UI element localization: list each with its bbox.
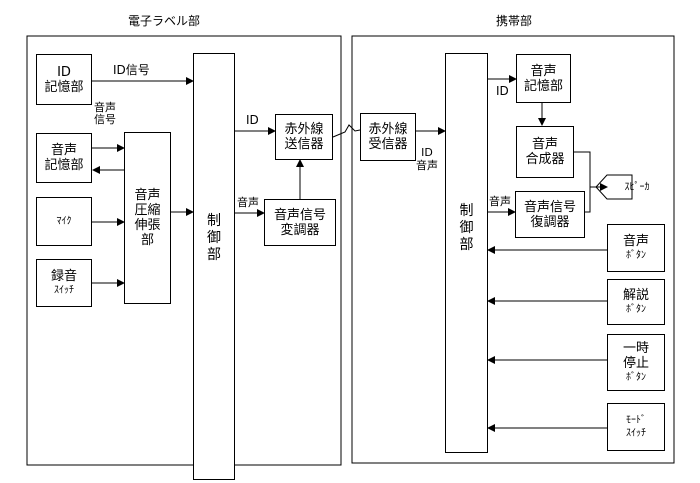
mode-switch-box [607,403,665,451]
label-controller-label: 制御部 [207,212,221,263]
mobile-audio-storage-label: 音声記憶部 [523,63,563,94]
ir-transmitter-box [275,114,333,160]
pause-button-box [607,334,665,391]
pause-button-label: 一時停止ﾎﾞﾀﾝ [622,341,649,383]
mic-box [36,197,92,246]
audio-codec-label: 音声圧縮伸張部 [134,188,161,248]
speaker-label: ｽﾋﾟｰｶ [624,181,650,193]
audio-storage-box [36,133,92,183]
label-unit-title: 電子ラベル部 [128,14,201,28]
mobile-audio-label: 音声 [489,195,511,208]
audio-storage-label: 音声記憶部 [44,143,84,173]
ir-link-zigzag [332,124,361,138]
mic-label: ﾏｲｸ [56,216,72,227]
mobile-unit-frame [351,35,675,464]
mode-switch-label: ﾓｰﾄﾞｽｲｯﾁ [626,415,646,439]
line-synthesizer-to-speaker [574,151,591,187]
audio-modulator-box [264,199,336,246]
audio-modulator-label: 音声信号変調器 [273,207,326,238]
ir-transmitter-label: 赤外線送信器 [284,122,324,152]
label-controller-box [193,53,235,480]
audio-out-label: 音声 [237,196,259,209]
synthesizer-box [516,126,574,178]
id-storage-box [36,54,92,105]
id-out-label: ID [246,113,259,127]
ir-receiver-label: 赤外線受信器 [368,122,408,152]
ir-receiver-box [360,113,416,161]
line-demodulator-to-speaker [585,187,591,213]
commentary-button-label: 解説ﾎﾞﾀﾝ [622,288,649,315]
label-unit-frame [26,35,342,466]
record-switch-label: 録音ｽｲｯﾁ [50,269,77,296]
commentary-button-box [607,279,665,325]
audio-signal-label: 音声信号 [94,101,116,126]
demodulator-label: 音声信号復調器 [523,199,576,230]
synthesizer-label: 音声合成器 [525,137,565,167]
mobile-controller-box [445,53,488,453]
mobile-controller-label: 制御部 [459,202,474,253]
mobile-unit-title: 携帯部 [496,14,533,28]
record-switch-box [36,259,92,307]
id-signal-label: ID信号 [113,63,150,77]
speaker-icon [595,174,633,200]
audio-button-box [607,224,665,272]
mobile-id-label: ID [496,84,509,98]
audio-codec-box [124,132,171,304]
audio-button-label: 音声ﾎﾞﾀﾝ [622,234,649,261]
mobile-audio-storage-box [516,54,571,103]
demodulator-box [515,191,585,238]
